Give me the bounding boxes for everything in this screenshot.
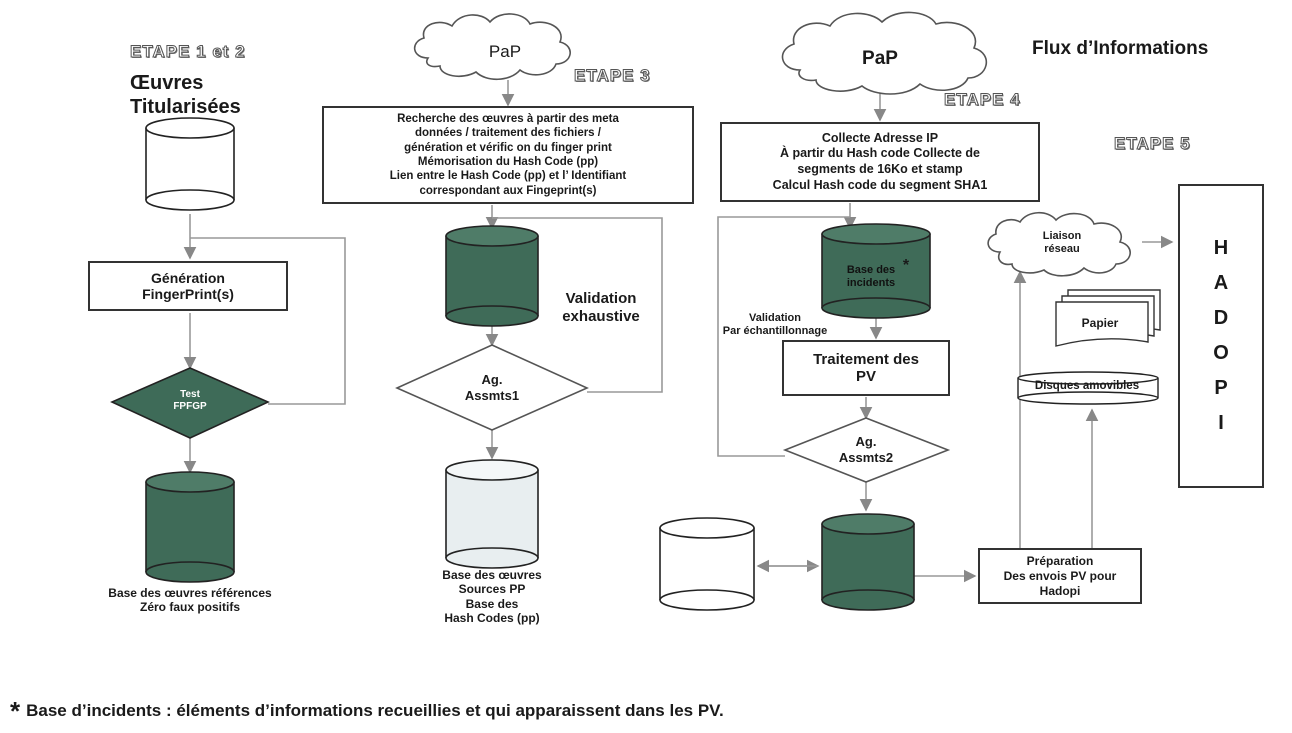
collect-line2: À partir du Hash code Collecte de <box>779 146 981 161</box>
disques-label: Disques amovibles <box>1034 380 1140 392</box>
recherche-box: Recherche des œuvres à partir des meta d… <box>322 106 694 204</box>
col3-connectors <box>717 92 977 583</box>
oeuvres-title-1: Œuvres <box>130 72 204 94</box>
ag2-line2: Assmts2 <box>838 449 894 465</box>
search-line5: Lien entre le Hash Code (pp) et l’ Ident… <box>389 170 627 183</box>
collect-line1: Collecte Adresse IP <box>821 130 939 145</box>
pv-db <box>821 513 915 611</box>
etape-3-label: ETAPE 3 <box>574 66 651 86</box>
search-line2: données / traitement des fichiers / <box>415 127 601 140</box>
traitement-pv-box: Traitement des PV <box>782 340 950 396</box>
ag1-line2: Assmts1 <box>464 387 520 403</box>
search-line1: Recherche des œuvres à partir des meta <box>397 112 619 125</box>
prep-line2: Des envois PV pour <box>1003 568 1117 583</box>
traitement-line2: PV <box>855 368 876 385</box>
hash-caption-line4: Hash Codes (pp) <box>444 611 540 626</box>
pap-cloud-2 <box>781 11 988 95</box>
hash-caption-line3: Base des <box>465 596 519 611</box>
hash-caption-line2: Sources PP <box>458 582 526 597</box>
ag-assmts2-label: Ag. Assmts2 <box>826 434 906 465</box>
collect-line4: Calcul Hash code du segment SHA1 <box>772 177 988 192</box>
footnote-star: * <box>10 696 21 726</box>
collecte-box: Collecte Adresse IP À partir du Hash cod… <box>720 122 1040 202</box>
sources-db-white <box>659 517 755 611</box>
hash-codes-db <box>445 459 539 569</box>
generation-fingerprint-box: Génération FingerPrint(s) <box>88 261 288 311</box>
liaison-line1: Liaison <box>1042 230 1082 242</box>
hadopi-box: H A D O P I <box>1178 184 1264 488</box>
col4-connectors <box>1013 235 1174 548</box>
pap-label-1: PaP <box>488 42 522 61</box>
val-ech-line1: Validation <box>749 312 801 324</box>
test-line2: FPFGP <box>173 401 207 412</box>
incidents-db-label: Base des incidents <box>826 264 916 290</box>
oeuvres-db <box>145 117 235 211</box>
test-line1: Test <box>180 389 200 400</box>
papier-label: Papier <box>1081 316 1119 330</box>
hash-caption-line1: Base des œuvres <box>442 568 542 582</box>
val-ech-line2: Par échantillonnage <box>722 325 828 338</box>
liaison-reseau-label: Liaison réseau <box>1022 230 1102 256</box>
etape-5-label: ETAPE 5 <box>1114 134 1191 154</box>
papier-document-icon <box>1055 289 1161 347</box>
collect-line3: segments de 16Ko et stamp <box>797 162 963 176</box>
reference-works-db <box>145 471 235 583</box>
footnote-text: Base d’incidents : éléments d’informatio… <box>26 701 724 720</box>
test-diamond-label: Test FPFGP <box>150 389 230 413</box>
etape-1-2-label: ETAPE 1 et 2 <box>130 42 246 62</box>
etape-4-label: ETAPE 4 <box>944 90 1021 110</box>
generation-line1: Génération <box>151 270 225 286</box>
validation-line2: exhaustive <box>562 308 640 325</box>
ag-assmts1-diamond <box>395 344 589 431</box>
pap-label-2: PaP <box>862 48 898 69</box>
base-ref-line1: Base des œuvres références <box>108 586 272 600</box>
incidents-line2: incidents <box>846 277 896 290</box>
traitement-line1: Traitement des <box>813 351 919 368</box>
preparation-box: Préparation Des envois PV pour Hadopi <box>978 548 1142 604</box>
search-line6: correspondant aux Fingeprint(s) <box>419 184 597 197</box>
validation-line1: Validation <box>565 290 637 307</box>
col2-connectors <box>485 80 663 460</box>
liaison-line2: réseau <box>1044 243 1080 256</box>
incidents-star: * <box>902 257 910 274</box>
footnote: * Base d’incidents : éléments d’informati… <box>10 696 724 727</box>
liaison-cloud <box>987 211 1131 277</box>
hash-codes-caption: Base des œuvres Sources PP Base des Hash… <box>412 568 572 626</box>
ag1-line1: Ag. <box>481 372 503 387</box>
validation-echantillonnage-label: Validation Par échantillonnage <box>700 312 850 338</box>
oeuvres-title-2: Titularisées <box>130 96 241 118</box>
search-line4: Mémorisation du Hash Code (pp) <box>417 156 599 168</box>
reference-works-caption: Base des œuvres références Zéro faux pos… <box>80 586 300 615</box>
test-diamond <box>110 367 270 439</box>
col1-connectors <box>183 214 346 474</box>
ag-assmts1-label: Ag. Assmts1 <box>452 372 532 403</box>
hadopi-letter-i: I <box>1218 412 1224 434</box>
hadopi-letter-p: P <box>1214 377 1228 399</box>
generation-line2: FingerPrint(s) <box>142 286 234 302</box>
disques-db <box>1017 371 1159 405</box>
validation-exhaustive-label: Validation exhaustive <box>546 290 656 326</box>
ag-assmts2-diamond <box>782 417 951 483</box>
incidents-db <box>821 223 931 319</box>
hadopi-letter-o: O <box>1213 342 1229 364</box>
hadopi-letter-h: H <box>1213 237 1229 259</box>
hadopi-letter-a: A <box>1213 272 1229 294</box>
incidents-line1: Base des <box>846 264 896 276</box>
search-line3: génération et vérific on du finger print <box>404 141 612 154</box>
hadopi-letter-d: D <box>1213 307 1229 329</box>
base-ref-line2: Zéro faux positifs <box>139 600 240 615</box>
ag2-line1: Ag. <box>855 434 877 449</box>
validation-db <box>445 225 539 327</box>
flux-title: Flux d’Informations <box>1032 38 1209 59</box>
prep-line3: Hadopi <box>1039 583 1081 598</box>
prep-line1: Préparation <box>1026 553 1094 568</box>
pap-cloud-1 <box>413 13 571 81</box>
